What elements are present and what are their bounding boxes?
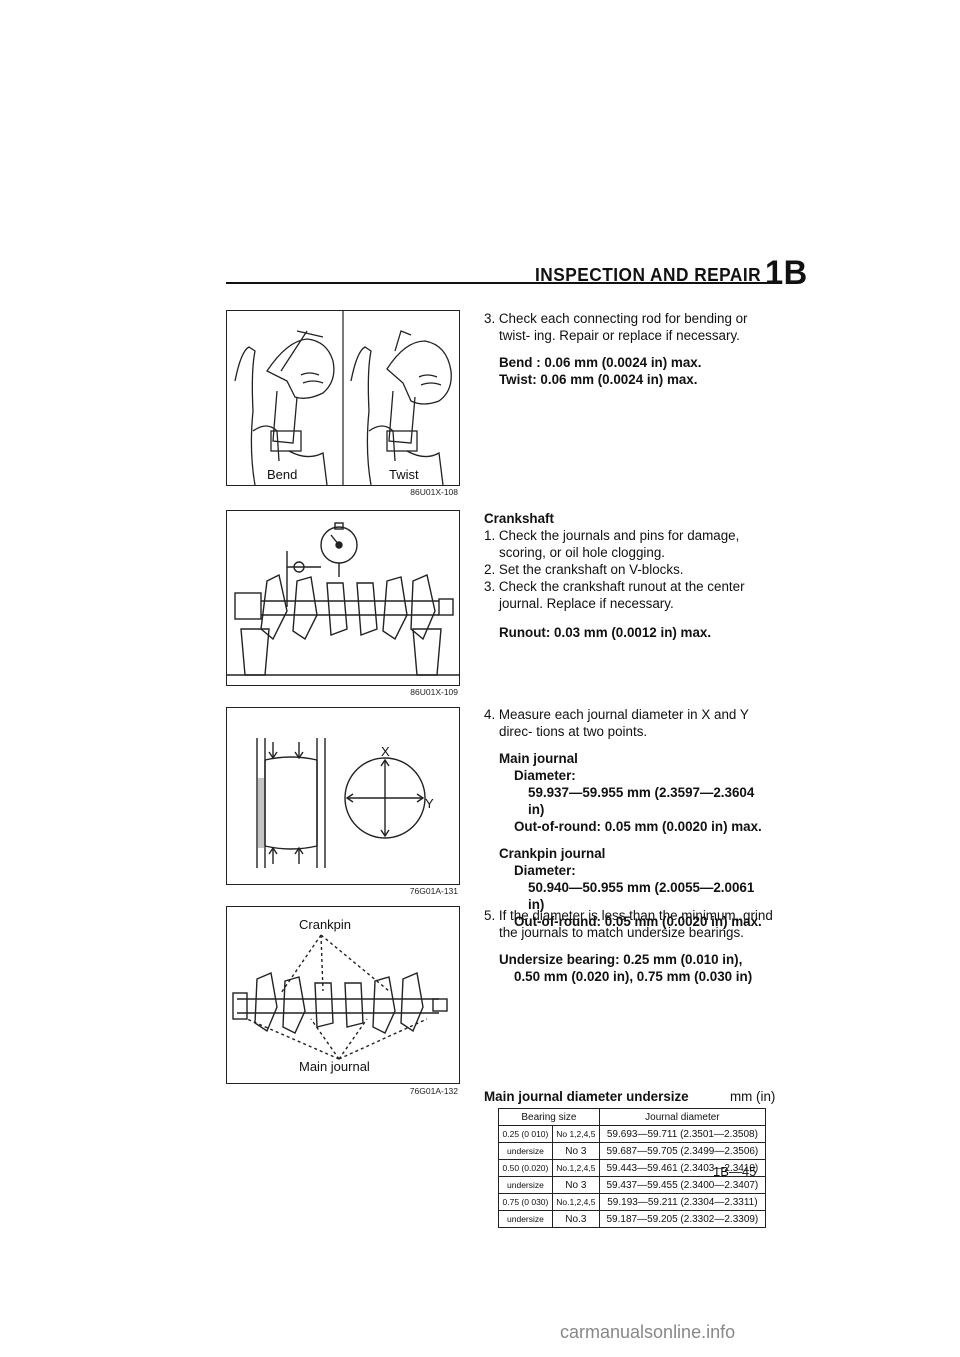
- crankpin-diameter-value: 50.940—50.955 mm (2.0055—2.0061 in): [528, 880, 755, 912]
- bearing-size-sub: undersize: [498, 1142, 553, 1160]
- label-bend: Bend: [267, 467, 298, 482]
- table-unit: mm (in): [730, 1089, 776, 1104]
- section-conrod: 3. Check each connecting rod for bending…: [484, 310, 774, 388]
- bearing-size-sub: undersize: [498, 1176, 553, 1194]
- crankshaft-step-1: 1. Check the journals and pins for damag…: [484, 528, 740, 560]
- measure-step: 4. Measure each journal diameter in X an…: [484, 707, 749, 739]
- table-title: Main journal diameter undersize mm (in): [484, 1089, 775, 1104]
- header-rule: [226, 282, 768, 284]
- crankpin-diameter-label: Diameter:: [514, 863, 576, 878]
- journal-no: No.1,2,4,5: [551, 1159, 600, 1177]
- main-out-of-round: Out-of-round: 0.05 mm (0.0020 in) max.: [514, 819, 762, 834]
- figure-code: 76G01A-131: [409, 886, 458, 896]
- crankshaft-journals-illustration: [232, 934, 448, 1060]
- figure-code: 86U01X-109: [410, 687, 458, 697]
- header-title: INSPECTION AND REPAIR: [535, 265, 762, 285]
- label-x-axis: X: [381, 744, 390, 759]
- main-diameter-value: 59.937—59.955 mm (2.3597—2.3604 in): [528, 785, 755, 817]
- twist-spec: Twist: 0.06 mm (0.0024 in) max.: [499, 372, 698, 387]
- journal-diameter: 59.437—59.455 (2.3400—2.3407): [598, 1176, 767, 1194]
- crankshaft-runout-illustration: [227, 522, 459, 676]
- journal-no: No 1,2,4,5: [551, 1125, 600, 1143]
- conrod-illustration: [234, 311, 452, 485]
- figure-crankshaft-runout: [226, 510, 460, 686]
- undersize-step: 5. If the diameter is less than the mini…: [484, 908, 773, 940]
- journal-diameter: 59.193—59.211 (2.3304—2.3311): [598, 1193, 767, 1211]
- header-bearing-size: Bearing size: [498, 1108, 600, 1126]
- crankpin-out-of-round: Out-of-round: 0.05 mm (0.0020 in) max.: [514, 914, 762, 929]
- table-row: 0.25 (0 010) No 1,2,4,5 59.693—59.711 (2…: [498, 1125, 767, 1143]
- bearing-size-sub: undersize: [498, 1210, 553, 1228]
- figure-journal-measure: X Y: [226, 707, 460, 885]
- watermark: carmanualsonline.info: [560, 1322, 736, 1342]
- table-row: undersize No.3 59.187—59.205 (2.3302—2.3…: [498, 1210, 767, 1228]
- figure-code: 86U01X-108: [410, 487, 458, 497]
- runout-spec: Runout: 0.03 mm (0.0012 in) max.: [499, 625, 712, 640]
- section-undersize: 5. If the diameter is less than the mini…: [484, 907, 774, 985]
- journal-no: No 3: [551, 1176, 600, 1194]
- bearing-size: 0.25 (0 010): [498, 1125, 553, 1143]
- label-twist: Twist: [389, 467, 419, 482]
- undersize-table: Bearing size Journal diameter 0.25 (0 01…: [498, 1108, 767, 1228]
- label-y-axis: Y: [425, 796, 434, 811]
- bend-spec: Bend : 0.06 mm (0.0024 in) max.: [499, 355, 702, 370]
- crankshaft-step-3: 3. Check the crankshaft runout at the ce…: [484, 579, 745, 611]
- table-row: undersize No 3 59.437—59.455 (2.3400—2.3…: [498, 1176, 767, 1194]
- main-journal-title: Main journal: [499, 751, 578, 766]
- table-header-row: Bearing size Journal diameter: [498, 1108, 767, 1126]
- journal-diameter: 59.687—59.705 (2.3499—2.3506): [598, 1142, 767, 1160]
- undersize-bearing-line1: Undersize bearing: 0.25 mm (0.010 in),: [499, 952, 743, 967]
- header-journal-diameter: Journal diameter: [598, 1108, 767, 1126]
- figure-conrod-check: Bend Twist: [226, 310, 460, 486]
- table-title-text: Main journal diameter undersize: [484, 1089, 689, 1104]
- journal-no: No.3: [551, 1210, 600, 1228]
- journal-no: No 3: [551, 1142, 600, 1160]
- main-diameter-label: Diameter:: [514, 768, 576, 783]
- label-crankpin: Crankpin: [299, 917, 352, 932]
- section-code: 1B: [764, 254, 808, 292]
- journal-diameter: 59.187—59.205 (2.3302—2.3309): [598, 1210, 767, 1228]
- bearing-size: 0.50 (0.020): [498, 1159, 553, 1177]
- figure-code: 76G01A-132: [409, 1086, 458, 1096]
- journal-diameter: 59.693—59.711 (2.3501—2.3508): [598, 1125, 767, 1143]
- journal-measure-illustration: [256, 738, 426, 868]
- bearing-size: 0.75 (0 030): [498, 1193, 553, 1211]
- crankshaft-heading: Crankshaft: [484, 511, 554, 526]
- table-row: undersize No 3 59.687—59.705 (2.3499—2.3…: [498, 1142, 767, 1160]
- label-main-journal: Main journal: [299, 1059, 370, 1074]
- table-row: 0.75 (0 030) No.1,2,4,5 59.193—59.211 (2…: [498, 1193, 767, 1211]
- figure-crankshaft-journals: Crankpin Main journal: [226, 906, 460, 1084]
- undersize-bearing-line2: 0.50 mm (0.020 in), 0.75 mm (0.030 in): [514, 969, 753, 984]
- page-number: 1B—45: [713, 1164, 757, 1179]
- crankshaft-step-2: 2. Set the crankshaft on V-blocks.: [484, 562, 684, 577]
- journal-no: No.1,2,4,5: [551, 1193, 600, 1211]
- section-measure: 4. Measure each journal diameter in X an…: [484, 706, 774, 930]
- conrod-step: 3. Check each connecting rod for bending…: [484, 311, 748, 343]
- crankpin-journal-title: Crankpin journal: [499, 846, 606, 861]
- section-crankshaft: Crankshaft 1. Check the journals and pin…: [484, 510, 774, 641]
